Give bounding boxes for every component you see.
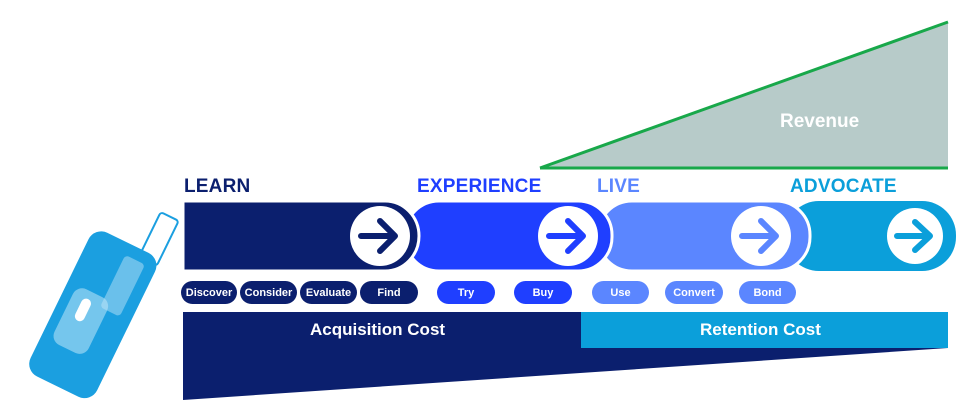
- arrow-right-circle-icon: [887, 208, 943, 264]
- stage-title-experience: EXPERIENCE: [417, 176, 542, 197]
- step-pill-bond: Bond: [739, 281, 796, 304]
- step-pill-evaluate: Evaluate: [300, 281, 357, 304]
- retention-cost-label: Retention Cost: [700, 320, 821, 339]
- step-pill-consider: Consider: [240, 281, 297, 304]
- acquisition-cost-label: Acquisition Cost: [310, 320, 446, 339]
- step-pill-try: Try: [437, 281, 495, 304]
- step-pill-use: Use: [592, 281, 649, 304]
- step-pill-convert: Convert: [665, 281, 723, 304]
- arrow-right-circle-icon: [731, 206, 791, 266]
- acquisition-cost-area: [183, 312, 948, 400]
- arrow-right-circle-icon: [350, 206, 410, 266]
- stage-title-learn: LEARN: [184, 176, 251, 197]
- stage-title-live: LIVE: [597, 176, 641, 197]
- step-pill-buy: Buy: [514, 281, 572, 304]
- arrow-right-circle-icon: [538, 206, 598, 266]
- retention-cost-bar: [581, 312, 948, 348]
- stage-title-advocate: ADVOCATE: [790, 176, 897, 197]
- step-pill-find: Find: [360, 281, 418, 304]
- revenue-label: Revenue: [780, 111, 860, 132]
- step-pill-discover: Discover: [181, 281, 237, 304]
- revenue-top-line: [539, 20, 949, 170]
- iqos-device-image: [29, 212, 179, 399]
